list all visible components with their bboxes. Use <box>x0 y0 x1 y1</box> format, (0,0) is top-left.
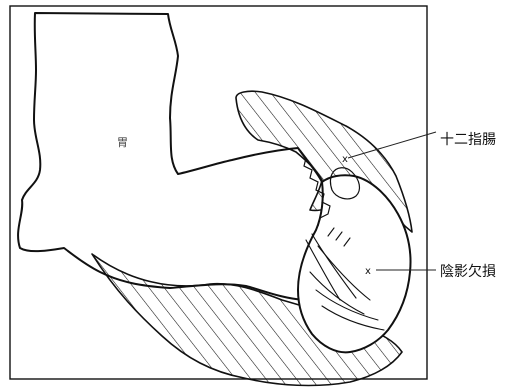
defect-x-mark: x <box>365 266 371 277</box>
stomach-body-outline <box>18 13 344 300</box>
duodenum-x-mark: x <box>342 154 348 165</box>
stomach-label: 胃 <box>117 136 128 149</box>
duodenum-label: 十二指腸 <box>440 132 496 148</box>
defect-label: 陰影欠損 <box>440 264 496 280</box>
